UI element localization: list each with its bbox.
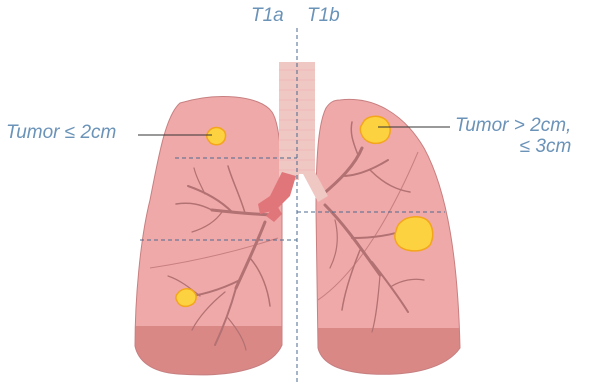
tumor-left-lower xyxy=(176,289,196,307)
tumor-right-lower xyxy=(395,217,433,251)
right-tumor-label-line2: ≤ 3cm xyxy=(455,136,571,157)
tumor-left-upper xyxy=(207,127,226,144)
right-tumor-label: Tumor > 2cm, ≤ 3cm xyxy=(455,115,571,157)
right-lung xyxy=(300,99,470,388)
tumor-right-upper xyxy=(360,116,390,143)
right-tumor-label-line1: Tumor > 2cm, xyxy=(455,115,571,136)
t1b-label: T1b xyxy=(307,5,340,26)
left-tumor-label: Tumor ≤ 2cm xyxy=(6,122,116,143)
t1a-label: T1a xyxy=(251,5,284,26)
